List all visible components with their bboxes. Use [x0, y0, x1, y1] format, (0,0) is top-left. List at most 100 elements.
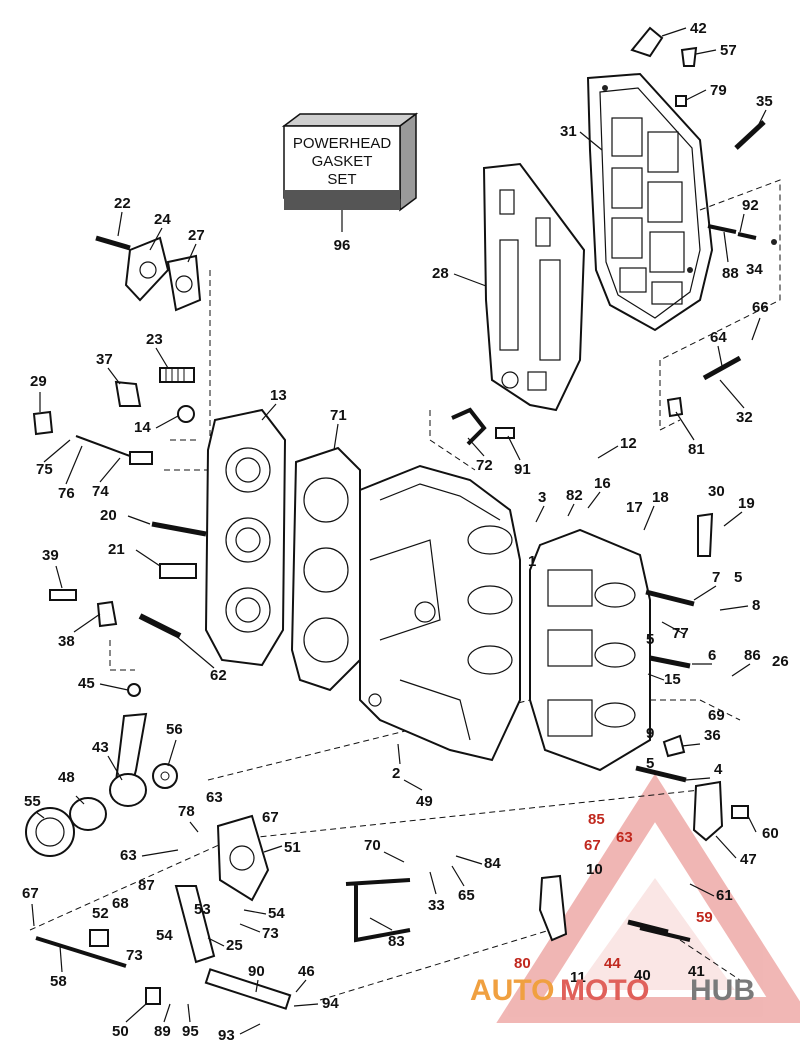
- watermark-auto: AUTO: [470, 974, 554, 1007]
- callout-95: 95: [182, 1023, 199, 1040]
- callout-50: 50: [112, 1023, 129, 1040]
- callout-22: 22: [114, 195, 131, 212]
- callout-32: 32: [736, 409, 753, 426]
- gasket-set-line1: POWERHEAD: [293, 135, 392, 152]
- callout-37: 37: [96, 351, 113, 368]
- callout-14: 14: [134, 419, 151, 436]
- callout-27: 27: [188, 227, 205, 244]
- callout-4: 4: [714, 761, 723, 778]
- callout-9: 9: [646, 725, 654, 742]
- exhaust-cover: [586, 72, 714, 332]
- callout-23: 23: [146, 331, 163, 348]
- callout-88: 88: [722, 265, 739, 282]
- callout-7: 7: [712, 569, 720, 586]
- callout-96: 96: [334, 237, 351, 254]
- callout-6: 6: [708, 647, 716, 664]
- callout-8: 8: [752, 597, 760, 614]
- callout-19: 19: [738, 495, 755, 512]
- small-parts: [25, 26, 777, 1010]
- callout-48: 48: [58, 769, 75, 786]
- callout-15: 15: [664, 671, 681, 688]
- exhaust-inner-plate: [482, 162, 586, 412]
- callout-1: 1: [528, 553, 536, 570]
- callout-67b: 67: [584, 837, 601, 854]
- callout-5a: 5: [734, 569, 742, 586]
- callout-76: 76: [58, 485, 75, 502]
- callout-36: 36: [704, 727, 721, 744]
- callout-58: 58: [50, 973, 67, 990]
- watermark-text: AUTO MOTO HUB: [470, 974, 755, 1007]
- callout-34: 34: [746, 261, 763, 278]
- callout-91: 91: [514, 461, 531, 478]
- callout-11: 11: [570, 969, 586, 986]
- callout-71: 71: [330, 407, 347, 424]
- callout-94: 94: [322, 995, 339, 1012]
- callout-45: 45: [78, 675, 95, 692]
- callout-68: 68: [112, 895, 129, 912]
- cylinder-block: [359, 464, 521, 762]
- callout-72: 72: [476, 457, 493, 474]
- callout-64: 64: [710, 329, 727, 346]
- callout-16: 16: [594, 475, 611, 492]
- callout-38: 38: [58, 633, 75, 650]
- callout-51: 51: [284, 839, 301, 856]
- callout-81: 81: [688, 441, 705, 458]
- callout-65: 65: [458, 887, 475, 904]
- callout-74: 74: [92, 483, 109, 500]
- callout-21: 21: [108, 541, 125, 558]
- callout-87: 87: [138, 877, 155, 894]
- cylinder-head: [204, 408, 287, 667]
- callout-69: 69: [708, 707, 725, 724]
- powerhead-gasket-set-box: POWERHEAD GASKET SET 96: [281, 112, 419, 254]
- callout-26: 26: [772, 653, 789, 670]
- callout-47: 47: [740, 851, 757, 868]
- callout-49: 49: [416, 793, 433, 810]
- callout-93: 93: [218, 1027, 235, 1044]
- callout-13: 13: [270, 387, 287, 404]
- callout-31: 31: [560, 123, 577, 140]
- callout-46: 46: [298, 963, 315, 980]
- callout-85: 85: [588, 811, 605, 828]
- callout-67a: 67: [262, 809, 279, 826]
- callout-77: 77: [672, 625, 689, 642]
- callout-67c: 67: [22, 885, 39, 902]
- callout-75: 75: [36, 461, 53, 478]
- callout-10: 10: [586, 861, 603, 878]
- callout-57: 57: [720, 42, 737, 59]
- callout-84: 84: [484, 855, 501, 872]
- callout-55: 55: [24, 793, 41, 810]
- callout-86: 86: [744, 647, 761, 664]
- callout-52: 52: [92, 905, 109, 922]
- callout-61: 61: [716, 887, 733, 904]
- callout-30: 30: [708, 483, 725, 500]
- callout-43: 43: [92, 739, 109, 756]
- callout-42: 42: [690, 20, 707, 37]
- callout-18: 18: [652, 489, 669, 506]
- callout-70: 70: [364, 837, 381, 854]
- callout-79: 79: [710, 82, 727, 99]
- callout-20: 20: [100, 507, 117, 524]
- callout-28: 28: [432, 265, 449, 282]
- callout-44: 44: [604, 955, 621, 972]
- callout-62: 62: [210, 667, 227, 684]
- callout-54b: 54: [156, 927, 173, 944]
- callout-5b: 5: [646, 631, 654, 648]
- callout-35: 35: [756, 93, 773, 110]
- callout-80: 80: [514, 955, 531, 972]
- callout-89: 89: [154, 1023, 171, 1040]
- callout-41: 41: [688, 963, 705, 980]
- callout-83: 83: [388, 933, 405, 950]
- callout-25: 25: [226, 937, 243, 954]
- callout-40: 40: [634, 967, 651, 984]
- gasket-set-line2: GASKET: [312, 153, 373, 170]
- alignment-lines: [29, 179, 781, 1001]
- callout-2: 2: [392, 765, 400, 782]
- callout-24: 24: [154, 211, 171, 228]
- callout-59: 59: [696, 909, 713, 926]
- callout-63a: 63: [206, 789, 223, 806]
- callout-53: 53: [194, 901, 211, 918]
- callout-labels: 42 57 79 35 31 92 88 34 28 22 24 27 23 3…: [22, 20, 789, 1044]
- callout-63b: 63: [120, 847, 137, 864]
- callout-17: 17: [626, 499, 643, 516]
- callout-90: 90: [248, 963, 265, 980]
